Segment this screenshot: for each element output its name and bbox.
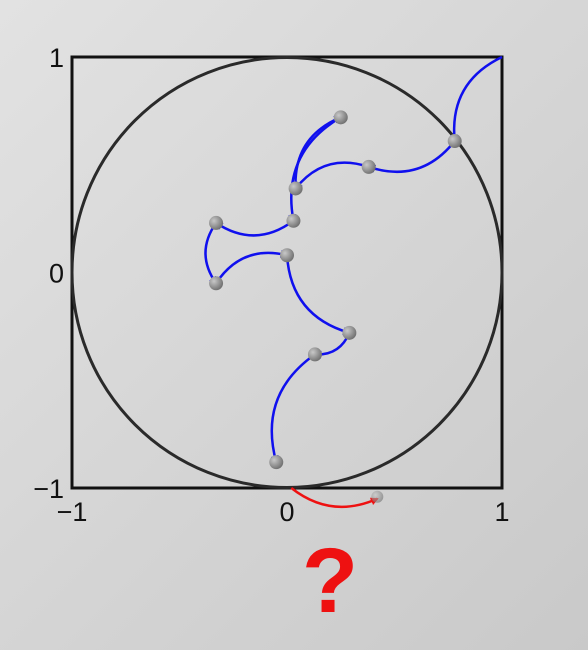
walk-point [286,213,301,228]
question-mark: ? [302,530,358,632]
y-tick-label-bottom: −1 [33,474,64,504]
walk-point [269,455,284,470]
y-tick-label-middle: 0 [49,259,64,289]
walk-arrows [204,55,503,464]
walk-arrow [294,161,370,190]
walk-arrow [215,249,289,284]
walk-point [280,248,294,263]
walk-point [209,215,224,230]
walk-points [209,110,462,470]
walk-point [333,110,348,125]
walk-point [447,134,462,149]
question-arrow [290,487,379,509]
walk-arrow [288,116,342,223]
walk-point [288,181,303,196]
question-target-point [371,490,384,503]
walk-arrow [367,140,456,174]
walk-point [209,276,224,291]
unit-circle [70,56,504,489]
question-step [290,487,384,509]
x-tick-label-right: 1 [494,497,509,527]
walk-point [307,347,322,362]
walk-point [342,325,357,340]
walk-arrow [285,255,351,335]
walk-arrow [270,353,316,464]
y-tick-label-top: 1 [49,43,64,73]
unit-square [70,55,504,490]
walk-arrow [214,219,295,237]
walk-point [361,159,376,174]
x-tick-label-center: 0 [279,497,294,527]
walk-arrow [204,222,218,285]
walk-arrow [450,55,503,143]
x-tick-label-left: −1 [57,497,88,527]
